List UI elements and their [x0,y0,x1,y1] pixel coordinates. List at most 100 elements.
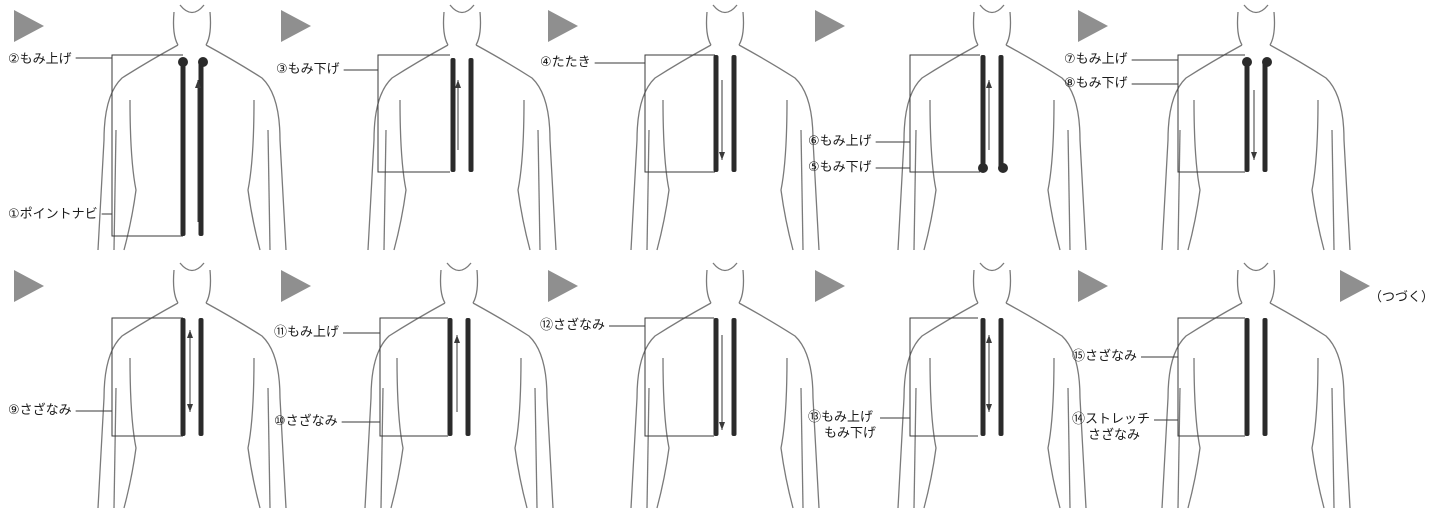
body-outline-4 [1162,5,1350,250]
head-base [447,263,471,271]
rail-left-9 [1245,318,1250,436]
rail-left-3 [981,55,986,168]
body-outline-5 [98,263,286,508]
neck-right [1006,12,1011,45]
direction-head-8 [986,404,992,412]
step-arrow-icon-2 [548,10,578,42]
rail-right-4 [1263,62,1268,172]
step-label-1-0: ③もみ下げ [276,62,340,78]
right-torso [781,100,793,250]
guide-box-0 [112,55,183,236]
body-outline-0 [98,5,286,250]
direction-head-4 [1251,152,1257,160]
step-arrow-icon-8 [815,270,845,302]
roller-right-0-0 [198,57,208,67]
head-base [1244,5,1268,13]
body-outline-7 [631,263,819,508]
neck-right [476,12,481,45]
left-arm-outer [98,45,178,250]
right-arm-inner [1332,388,1334,508]
head-base [180,5,204,13]
right-arm-inner [1068,130,1070,250]
right-torso [1048,358,1060,508]
right-arm-outer [206,45,286,250]
left-arm-outer [368,45,448,250]
direction-head-7 [719,422,725,430]
step-label-3-1: ⑤もみ下げ [808,160,872,176]
continue-label: （つづく） [1369,286,1434,305]
right-arm-inner [801,130,803,250]
step-label-9-1: ⑭ストレッチさざなみ [1072,412,1150,444]
rail-left-5 [181,318,186,436]
right-arm-outer [1270,45,1350,250]
left-arm-inner [381,388,383,508]
left-arm-outer [365,303,445,508]
right-torso [518,100,530,250]
neck-left [707,12,712,45]
neck-left [707,270,712,303]
neck-left [1238,270,1243,303]
left-torso [924,100,936,250]
neck-left [174,270,179,303]
rail-left-6 [448,318,453,436]
neck-right [739,270,744,303]
direction-tail-5 [187,330,193,338]
right-arm-outer [739,303,819,508]
rail-left-4 [1245,62,1250,172]
right-arm-outer [476,45,556,250]
step-label-7-0: ⑫さざなみ [540,318,605,334]
rail-right-8 [999,318,1004,436]
right-arm-inner [801,388,803,508]
left-torso [391,358,403,508]
neck-right [473,270,478,303]
roller-left-4-0 [1242,57,1252,67]
left-torso [124,100,136,250]
continue-arrow-icon [1340,270,1370,302]
step-arrow-icon-5 [14,270,44,302]
right-arm-inner [1068,388,1070,508]
step-label-0-1: ①ポイントナビ [8,207,98,223]
right-arm-inner [268,130,270,250]
body-outline-3 [898,5,1086,250]
head-base [713,263,737,271]
direction-tail-8 [986,335,992,343]
neck-left [444,12,449,45]
roller-right-3-0 [998,163,1008,173]
neck-right [1270,12,1275,45]
direction-head-2 [719,152,725,160]
neck-left [174,12,179,45]
rail-left-2 [714,55,719,172]
step-label-4-0: ⑦もみ上げ [1064,52,1128,68]
left-torso [1188,100,1200,250]
roller-left-0-0 [178,57,188,67]
body-outline-8 [898,263,1086,508]
left-arm-inner [914,130,916,250]
rail-left-7 [714,318,719,436]
direction-head-5 [187,404,193,412]
left-torso [1188,358,1200,508]
neck-right [206,270,211,303]
guide-box-8 [910,318,978,436]
left-arm-outer [1162,303,1242,508]
left-torso [657,100,669,250]
step-arrow-icon-9 [1078,270,1108,302]
body-outline-9 [1162,263,1350,508]
step-label-6-0: ⑪もみ上げ [274,325,339,341]
guide-box-2 [645,55,715,172]
left-torso [124,358,136,508]
left-arm-inner [114,130,116,250]
left-arm-inner [647,130,649,250]
rail-left-8 [981,318,986,436]
left-arm-inner [914,388,916,508]
rail-right-6 [466,318,471,436]
right-torso [248,100,260,250]
left-arm-outer [1162,45,1242,250]
neck-right [1270,270,1275,303]
step-label-0-0: ②もみ上げ [8,52,72,68]
neck-left [441,270,446,303]
left-torso [657,358,669,508]
right-torso [1312,100,1324,250]
left-torso [394,100,406,250]
neck-left [1238,12,1243,45]
